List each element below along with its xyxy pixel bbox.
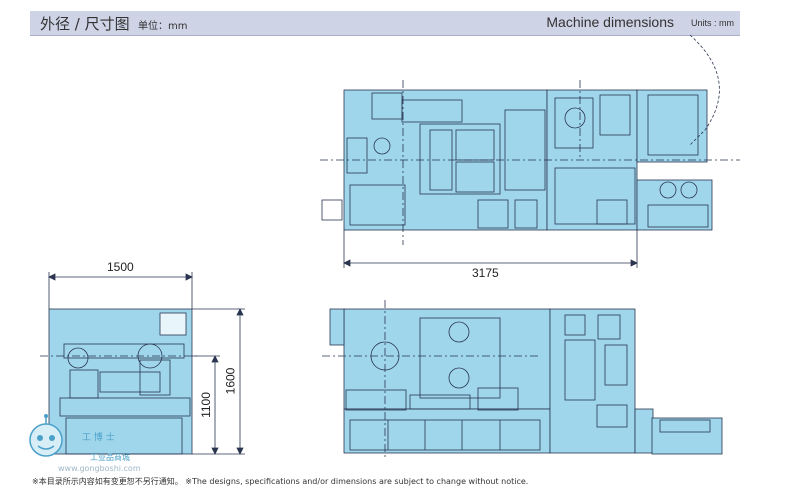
- robot-icon: [29, 414, 63, 457]
- title-cn: 外径 / 尺寸图: [40, 15, 130, 33]
- watermark-name: 工 博 士: [82, 433, 115, 443]
- dim-length-top: 3175: [472, 266, 499, 280]
- front-view: [322, 300, 723, 460]
- watermark-site: 工业品商城: [90, 453, 130, 462]
- title-en: Machine dimensions: [546, 14, 674, 30]
- side-view: [40, 272, 245, 455]
- top-view: [320, 34, 740, 268]
- header-bar: 外径 / 尺寸图 单位：mm Machine dimensions Units …: [30, 11, 740, 36]
- dim-height-total: 1600: [223, 367, 238, 395]
- watermark-url: www.gongboshi.com: [58, 464, 141, 473]
- dim-height-table: 1100: [198, 392, 213, 418]
- watermark-logo: 工 博 士 工业品商城 www.gongboshi.com: [18, 412, 148, 473]
- unit-cn: 单位：mm: [138, 21, 188, 32]
- unit-en: Units : mm: [690, 18, 734, 28]
- footnote: ※本目录所示内容如有变更恕不另行通知。 ※The designs, specif…: [32, 477, 529, 486]
- dim-width-side: 1500: [107, 260, 134, 274]
